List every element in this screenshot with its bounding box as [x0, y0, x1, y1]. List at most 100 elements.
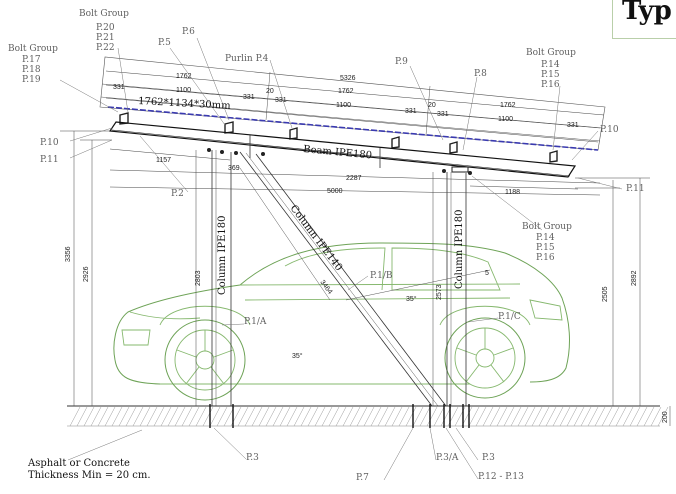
ground-hatch-line — [160, 406, 172, 427]
label-p12-p13: P.12 - P.13 — [478, 472, 524, 482]
label-p22: P.22 — [96, 43, 115, 53]
ground-hatch-line — [181, 406, 193, 427]
ground-hatch-line — [279, 406, 291, 427]
angle-35-b: 35° — [406, 295, 417, 303]
label-p1b: P.1/B — [370, 271, 393, 281]
label-bolt-group-right: Bolt Group — [526, 48, 576, 58]
label-p2: P.2 — [171, 189, 184, 199]
title-frame — [612, 0, 676, 39]
ground-hatch-line — [545, 406, 557, 427]
label-p3-left: P.3 — [246, 453, 259, 463]
ground-hatch-line — [524, 406, 536, 427]
ground-hatch-line — [125, 406, 137, 427]
label-p11-right: P.11 — [626, 184, 645, 194]
ground-hatch-line — [517, 406, 529, 427]
ground-hatch-line — [496, 406, 508, 427]
ground-hatch-line — [377, 406, 389, 427]
ground-hatch-line — [398, 406, 410, 427]
ground-slab — [67, 404, 669, 428]
ground-hatch-line — [538, 406, 550, 427]
label-p8: P.8 — [474, 69, 487, 79]
ground-hatch-line — [216, 406, 228, 427]
panel-size-label: 1762*1134*30mm — [138, 96, 232, 112]
ground-hatch-line — [167, 406, 179, 427]
ground-hatch-line — [104, 406, 116, 427]
ground-hatch-line — [314, 406, 326, 427]
vertical-dimensions — [60, 130, 671, 426]
ground-hatch-line — [188, 406, 200, 427]
dim-331-e: 331 — [437, 111, 449, 118]
dim-331-d: 331 — [405, 108, 417, 115]
ground-hatch-line — [657, 406, 669, 427]
car-sketch — [113, 242, 570, 401]
label-p16: P.16 — [541, 80, 560, 90]
ground-hatch-line — [405, 406, 417, 427]
label-p11-left: P.11 — [40, 155, 59, 165]
dim-331-c: 331 — [275, 97, 287, 104]
dim-2505: 2505 — [602, 286, 609, 302]
ground-hatch-line — [419, 406, 431, 427]
component-labels: Bolt Group P.20 P.21 P.22 Bolt Group P.1… — [8, 9, 645, 483]
ground-hatch-line — [237, 406, 249, 427]
ground-hatch-line — [566, 406, 578, 427]
ground-hatch-line — [552, 406, 564, 427]
dim-1157: 1157 — [156, 157, 171, 164]
ground-hatch-line — [258, 406, 270, 427]
leader-lines — [59, 37, 623, 481]
ground-hatch-line — [356, 406, 368, 427]
label-p5: P.5 — [158, 38, 171, 48]
dim-2892: 2892 — [631, 270, 638, 286]
ground-hatch-line — [69, 406, 81, 427]
horizontal-dimensions — [105, 70, 605, 196]
dim-20-a: 20 — [266, 88, 274, 95]
ground-hatch-line — [510, 406, 522, 427]
ground-hatch-line — [650, 406, 662, 427]
ground-hatch-line — [391, 406, 403, 427]
ground-hatch-line — [370, 406, 382, 427]
label-bolt-group-lower: Bolt Group — [522, 222, 572, 232]
dim-1762-c: 1762 — [500, 102, 516, 109]
ground-hatch-line — [286, 406, 298, 427]
ground-hatch-line — [76, 406, 88, 427]
angle-35-a: 35° — [292, 352, 303, 360]
label-p17: P.17 — [22, 55, 41, 65]
label-p16b: P.16 — [536, 253, 555, 263]
dim-2803: 2803 — [195, 270, 202, 286]
ground-hatch-line — [531, 406, 543, 427]
ground-hatch-line — [475, 406, 487, 427]
dim-3464: 3464 — [318, 279, 333, 296]
ground-hatch-line — [363, 406, 375, 427]
dim-1100-b: 1100 — [336, 102, 351, 109]
dim-1188: 1188 — [505, 189, 520, 196]
dim-5326: 5326 — [340, 75, 356, 82]
label-p7: P.7 — [356, 473, 369, 483]
dim-331-a: 331 — [113, 84, 125, 91]
ground-hatch-line — [622, 406, 634, 427]
label-p9: P.9 — [395, 57, 408, 67]
dim-3356: 3356 — [65, 246, 72, 262]
ground-hatch-line — [468, 406, 480, 427]
ground-hatch-line — [489, 406, 501, 427]
ground-hatch-line — [209, 406, 221, 427]
ground-hatch-line — [482, 406, 494, 427]
ground-hatch-line — [307, 406, 319, 427]
ground-hatch-line — [146, 406, 158, 427]
ground-hatch-line — [608, 406, 620, 427]
ground-hatch-line — [195, 406, 207, 427]
label-p1a: P.1/A — [244, 317, 267, 327]
ground-hatch-line — [118, 406, 130, 427]
ground-hatch-line — [335, 406, 347, 427]
label-purlin: Purlin P.4 — [225, 54, 269, 64]
dim-2287: 2287 — [346, 175, 362, 182]
label-bolt-group-left: Bolt Group — [8, 44, 58, 54]
beam-structure — [108, 121, 577, 178]
label-bolt-group-top: Bolt Group — [79, 9, 129, 19]
ground-hatch-line — [412, 406, 424, 427]
columns — [211, 150, 491, 407]
ground-hatch-line — [90, 406, 102, 427]
ground-hatch-line — [594, 406, 606, 427]
ground-hatch-line — [601, 406, 613, 427]
ground-hatch-line — [97, 406, 109, 427]
